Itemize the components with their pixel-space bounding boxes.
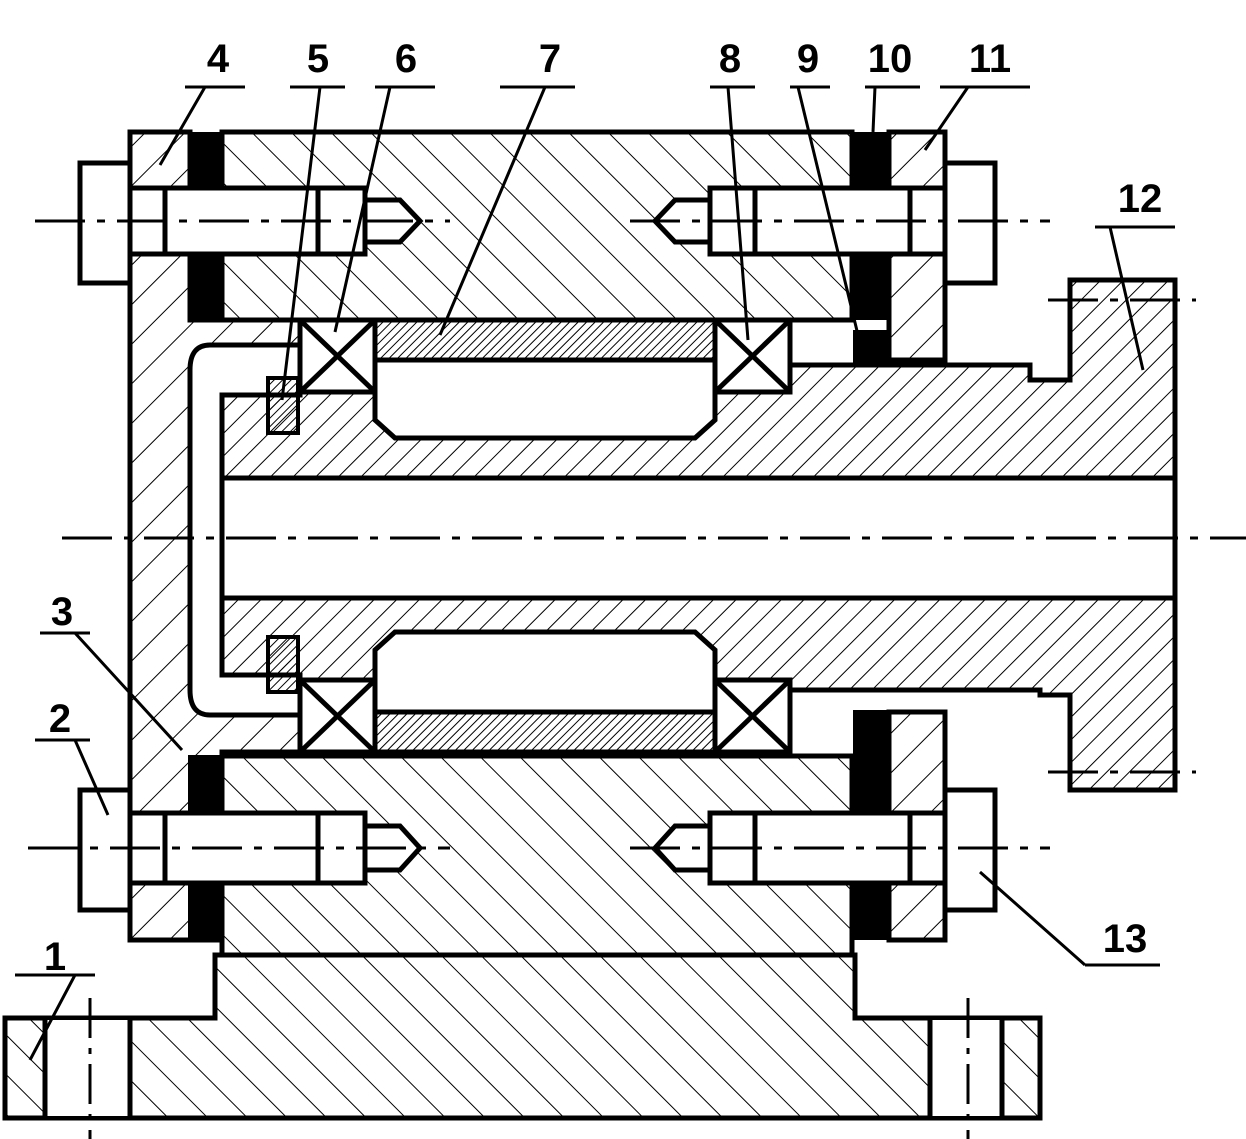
bearing-right-bottom — [712, 677, 793, 755]
callout-7: 7 — [539, 37, 561, 81]
leader-lines — [15, 85, 1175, 1061]
callout-11: 11 — [969, 37, 1011, 81]
callout-3: 3 — [51, 590, 73, 634]
callout-5: 5 — [307, 37, 329, 81]
callout-4: 4 — [207, 37, 230, 81]
spacer-sleeve — [372, 317, 718, 755]
callout-9: 9 — [797, 37, 819, 81]
base-bolt-hole-centerlines — [88, 998, 970, 1139]
callout-1: 1 — [44, 935, 66, 979]
shaft — [219, 277, 1178, 793]
callout-6: 6 — [395, 37, 417, 81]
bearing-left-bottom — [297, 677, 378, 755]
base-stand — [2, 952, 1043, 1121]
centerlines — [28, 219, 1246, 850]
bearing-left-top — [297, 317, 378, 395]
callout-10: 10 — [868, 37, 913, 81]
callout-2: 2 — [49, 697, 71, 741]
callout-13: 13 — [1103, 917, 1148, 961]
seal-rings — [266, 376, 300, 694]
bolt-bottom-left — [77, 787, 424, 913]
callout-12: 12 — [1118, 177, 1163, 221]
bearings — [297, 317, 793, 755]
callout-8: 8 — [719, 37, 741, 81]
callout-labels: 1 2 3 4 5 6 7 8 9 10 11 12 13 — [44, 37, 1162, 979]
bearing-right-top — [712, 317, 793, 395]
